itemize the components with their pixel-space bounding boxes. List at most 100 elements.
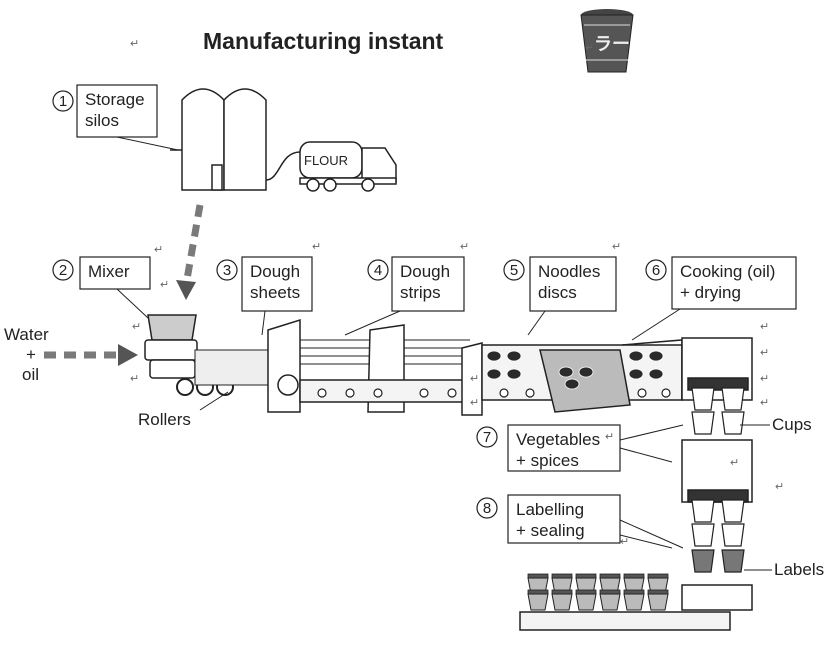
- return-mark: ↵: [130, 38, 139, 50]
- cup-icon: [721, 411, 745, 435]
- step-box: [507, 494, 621, 544]
- step-number: 3: [223, 262, 231, 279]
- rollers: [176, 349, 281, 396]
- finished-cup-icon: [599, 589, 621, 611]
- noodle-disc: [648, 368, 664, 380]
- callout-line: [631, 308, 681, 341]
- step-box: [529, 256, 617, 312]
- conveyor-wheel: [373, 388, 383, 398]
- return-mark: ↵: [312, 241, 321, 253]
- finished-cup-icon: [623, 589, 645, 611]
- step-number-circle: [216, 259, 238, 281]
- flour-truck: [265, 141, 397, 192]
- step-text-line: Labelling: [516, 500, 584, 519]
- return-mark: ↵: [132, 321, 141, 333]
- step-number-circle: [503, 259, 525, 281]
- step-box: [391, 256, 465, 312]
- rollers-label: Rollers: [138, 410, 191, 429]
- rollers-pointer-line: [199, 391, 229, 411]
- noodle-disc: [564, 378, 580, 390]
- cup-icon: [691, 523, 715, 547]
- cup-icon: [721, 499, 745, 523]
- step-text-line: + drying: [680, 283, 741, 302]
- step-callout-1: 1 Storage silos: [52, 84, 158, 138]
- return-mark: ↵: [470, 397, 479, 409]
- callout-line: [116, 136, 179, 151]
- noodle-discs: [486, 350, 664, 390]
- conveyor-wheel: [499, 388, 509, 398]
- step-text-line: discs: [538, 283, 577, 302]
- mixer-machine: [144, 314, 198, 379]
- return-mark: ↵: [760, 397, 769, 409]
- step-text-line: + sealing: [516, 521, 585, 540]
- noodle-disc: [558, 366, 574, 378]
- conveyor-wheel: [525, 388, 535, 398]
- step-number-circle: [645, 259, 667, 281]
- truck-label: FLOUR: [304, 153, 348, 168]
- return-mark: ↵: [612, 241, 621, 253]
- cup-columns: [691, 387, 745, 573]
- storage-silos: [170, 88, 267, 191]
- callout-line: [116, 288, 149, 319]
- callout-line: [344, 310, 401, 336]
- step-text-line: Dough: [250, 262, 300, 281]
- callout-line: [261, 310, 266, 336]
- finished-cup-icon: [551, 589, 573, 611]
- cup-icon: [721, 549, 745, 573]
- return-mark: ↵: [605, 431, 614, 443]
- conveyor-wheel: [637, 388, 647, 398]
- callout-line: [527, 310, 546, 336]
- conveyor-wheel: [345, 388, 355, 398]
- finished-cup-icon: [647, 589, 669, 611]
- conveyor-wheel: [447, 388, 457, 398]
- callout-line: [619, 447, 673, 463]
- step-text-line: silos: [85, 111, 119, 130]
- return-mark: ↵: [730, 457, 739, 469]
- step-text-line: strips: [400, 283, 441, 302]
- return-mark: ↵: [130, 373, 139, 385]
- return-mark: ↵: [470, 373, 479, 385]
- step-box: [76, 84, 158, 138]
- step-number: 1: [59, 93, 67, 110]
- finished-cups: [527, 573, 669, 611]
- callout-line: [619, 424, 684, 441]
- flow-arrows: [44, 204, 204, 366]
- return-mark: ↵: [154, 244, 163, 256]
- return-mark: ↵: [760, 373, 769, 385]
- step-text-line: Mixer: [88, 262, 130, 281]
- step-number-circle: [52, 259, 74, 281]
- return-mark: ↵: [620, 536, 629, 548]
- step-number-circle: [476, 426, 498, 448]
- drying-unit: [681, 337, 753, 611]
- noodle-disc: [486, 368, 502, 380]
- cup-icon: [691, 411, 715, 435]
- step-box: [507, 424, 621, 472]
- return-mark: ↵: [160, 279, 169, 291]
- callout-line: [619, 534, 673, 549]
- step-number-circle: [367, 259, 389, 281]
- labels-label: Labels: [774, 560, 824, 579]
- noodle-disc: [506, 368, 522, 380]
- step-box: [671, 256, 797, 310]
- bottom-conveyor: [519, 611, 731, 631]
- return-marks: ↵↵↵↵↵↵↵↵↵↵↵↵↵↵↵↵↵↵↵: [130, 38, 784, 548]
- water-oil-label-line: Water: [4, 325, 49, 344]
- step-text-line: Storage: [85, 90, 145, 109]
- return-mark: ↵: [760, 347, 769, 359]
- step-number: 6: [652, 262, 660, 279]
- step-text-line: Noodles: [538, 262, 600, 281]
- return-mark: ↵: [460, 241, 469, 253]
- conveyor-wheel: [317, 388, 327, 398]
- finished-cup-icon: [527, 589, 549, 611]
- step-box: [241, 256, 313, 312]
